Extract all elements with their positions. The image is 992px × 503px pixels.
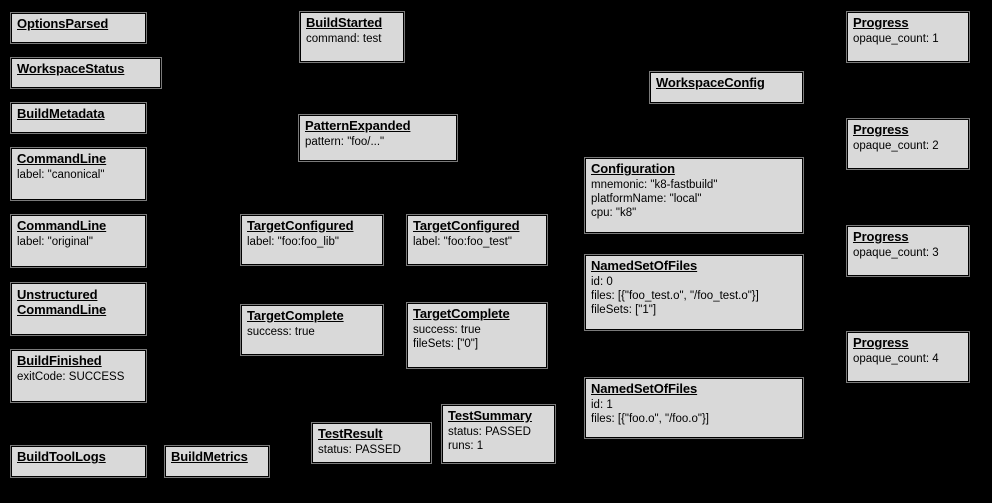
event-node-field: label: "foo:foo_lib" bbox=[247, 235, 339, 248]
event-node-field: opaque_count: 1 bbox=[853, 32, 939, 45]
event-node-field: exitCode: SUCCESS bbox=[17, 370, 125, 383]
event-node-field: opaque_count: 4 bbox=[853, 352, 939, 365]
event-node-title: Progress bbox=[853, 15, 909, 30]
event-node-field: status: PASSED bbox=[448, 425, 531, 438]
event-node-title: WorkspaceStatus bbox=[17, 61, 125, 76]
event-node-field: command: test bbox=[306, 32, 382, 45]
event-node-field: status: PASSED bbox=[318, 443, 401, 456]
event-node-field: mnemonic: "k8-fastbuild" bbox=[591, 178, 718, 191]
event-node-target-configured-foo-lib[interactable]: TargetConfigured label: "foo:foo_lib" bbox=[241, 215, 383, 265]
event-node-build-metadata[interactable]: BuildMetadata bbox=[11, 103, 146, 133]
event-node-title: NamedSetOfFiles bbox=[591, 381, 698, 396]
event-node-fields: label: "foo:foo_test" bbox=[413, 235, 512, 249]
event-node-field: label: "original" bbox=[17, 235, 93, 248]
event-node-progress-4[interactable]: Progress opaque_count: 4 bbox=[847, 332, 969, 382]
event-node-field: runs: 1 bbox=[448, 439, 484, 452]
event-node-field: label: "canonical" bbox=[17, 168, 105, 181]
event-node-fields: label: "foo:foo_lib" bbox=[247, 235, 339, 249]
event-node-title: TargetConfigured bbox=[247, 218, 354, 233]
event-node-field: platformName: "local" bbox=[591, 192, 702, 205]
event-node-build-tool-logs[interactable]: BuildToolLogs bbox=[11, 446, 146, 477]
event-node-workspace-config[interactable]: WorkspaceConfig bbox=[650, 72, 803, 103]
event-node-fields: opaque_count: 4 bbox=[853, 352, 939, 366]
event-node-field: files: [{"foo.o", "/foo.o"}] bbox=[591, 412, 709, 425]
event-node-build-finished[interactable]: BuildFinished exitCode: SUCCESS bbox=[11, 350, 146, 402]
event-node-progress-3[interactable]: Progress opaque_count: 3 bbox=[847, 226, 969, 276]
event-node-field: label: "foo:foo_test" bbox=[413, 235, 512, 248]
event-node-workspace-status[interactable]: WorkspaceStatus bbox=[11, 58, 161, 88]
event-node-field: fileSets: ["1"] bbox=[591, 303, 657, 316]
event-node-title: PatternExpanded bbox=[305, 118, 411, 133]
event-node-title: TargetConfigured bbox=[413, 218, 520, 233]
event-node-title: Configuration bbox=[591, 161, 675, 176]
event-node-fields: mnemonic: "k8-fastbuild"platformName: "l… bbox=[591, 178, 717, 220]
event-node-title: BuildFinished bbox=[17, 353, 102, 368]
event-node-command-line-original[interactable]: CommandLine label: "original" bbox=[11, 215, 146, 267]
event-node-field: id: 1 bbox=[591, 398, 613, 411]
event-node-build-started[interactable]: BuildStarted command: test bbox=[300, 12, 404, 62]
event-node-options-parsed[interactable]: OptionsParsed bbox=[11, 13, 146, 43]
event-node-title: Progress bbox=[853, 335, 909, 350]
event-node-field: id: 0 bbox=[591, 275, 613, 288]
event-node-target-configured-foo-test[interactable]: TargetConfigured label: "foo:foo_test" bbox=[407, 215, 547, 265]
event-node-title: NamedSetOfFiles bbox=[591, 258, 698, 273]
event-node-fields: opaque_count: 1 bbox=[853, 32, 939, 46]
event-node-field: success: true bbox=[413, 323, 481, 336]
event-node-field: opaque_count: 3 bbox=[853, 246, 939, 259]
event-node-field: success: true bbox=[247, 325, 315, 338]
event-node-title: CommandLine bbox=[17, 218, 107, 233]
event-node-configuration[interactable]: Configuration mnemonic: "k8-fastbuild"pla… bbox=[585, 158, 803, 233]
event-node-fields: status: PASSED bbox=[318, 443, 401, 457]
event-node-progress-2[interactable]: Progress opaque_count: 2 bbox=[847, 119, 969, 169]
event-node-target-complete-lib[interactable]: TargetComplete success: true bbox=[241, 305, 383, 355]
event-node-test-result[interactable]: TestResult status: PASSED bbox=[312, 423, 431, 463]
event-node-command-line-canonical[interactable]: CommandLine label: "canonical" bbox=[11, 148, 146, 200]
event-node-title: Unstructured CommandLine bbox=[17, 287, 107, 318]
event-node-title: WorkspaceConfig bbox=[656, 75, 765, 90]
event-node-fields: command: test bbox=[306, 32, 381, 46]
event-node-fields: opaque_count: 3 bbox=[853, 246, 939, 260]
event-node-field: opaque_count: 2 bbox=[853, 139, 939, 152]
event-node-field: fileSets: ["0"] bbox=[413, 337, 479, 350]
event-node-title: Progress bbox=[853, 122, 909, 137]
event-node-fields: opaque_count: 2 bbox=[853, 139, 939, 153]
event-node-build-metrics[interactable]: BuildMetrics bbox=[165, 446, 269, 477]
event-node-fields: success: true bbox=[247, 325, 315, 339]
event-node-title: TestSummary bbox=[448, 408, 532, 423]
event-node-field: pattern: "foo/..." bbox=[305, 135, 385, 148]
event-node-title: Progress bbox=[853, 229, 909, 244]
event-node-title: BuildMetrics bbox=[171, 449, 248, 464]
event-node-title: BuildToolLogs bbox=[17, 449, 106, 464]
event-node-fields: label: "canonical" bbox=[17, 168, 104, 182]
event-node-fields: exitCode: SUCCESS bbox=[17, 370, 124, 384]
event-node-title: TargetComplete bbox=[413, 306, 510, 321]
event-node-title: TestResult bbox=[318, 426, 383, 441]
event-node-unstructured-command-line[interactable]: Unstructured CommandLine bbox=[11, 283, 146, 335]
event-node-progress-1[interactable]: Progress opaque_count: 1 bbox=[847, 12, 969, 62]
event-node-title: BuildStarted bbox=[306, 15, 383, 30]
event-node-title: OptionsParsed bbox=[17, 16, 109, 31]
event-node-title: BuildMetadata bbox=[17, 106, 105, 121]
event-node-field: cpu: "k8" bbox=[591, 206, 637, 219]
event-node-title: TargetComplete bbox=[247, 308, 344, 323]
event-node-fields: pattern: "foo/..." bbox=[305, 135, 384, 149]
event-node-field: files: [{"foo_test.o", "/foo_test.o"}] bbox=[591, 289, 759, 302]
event-node-pattern-expanded[interactable]: PatternExpanded pattern: "foo/..." bbox=[299, 115, 457, 161]
event-node-fields: label: "original" bbox=[17, 235, 93, 249]
event-node-title: CommandLine bbox=[17, 151, 107, 166]
